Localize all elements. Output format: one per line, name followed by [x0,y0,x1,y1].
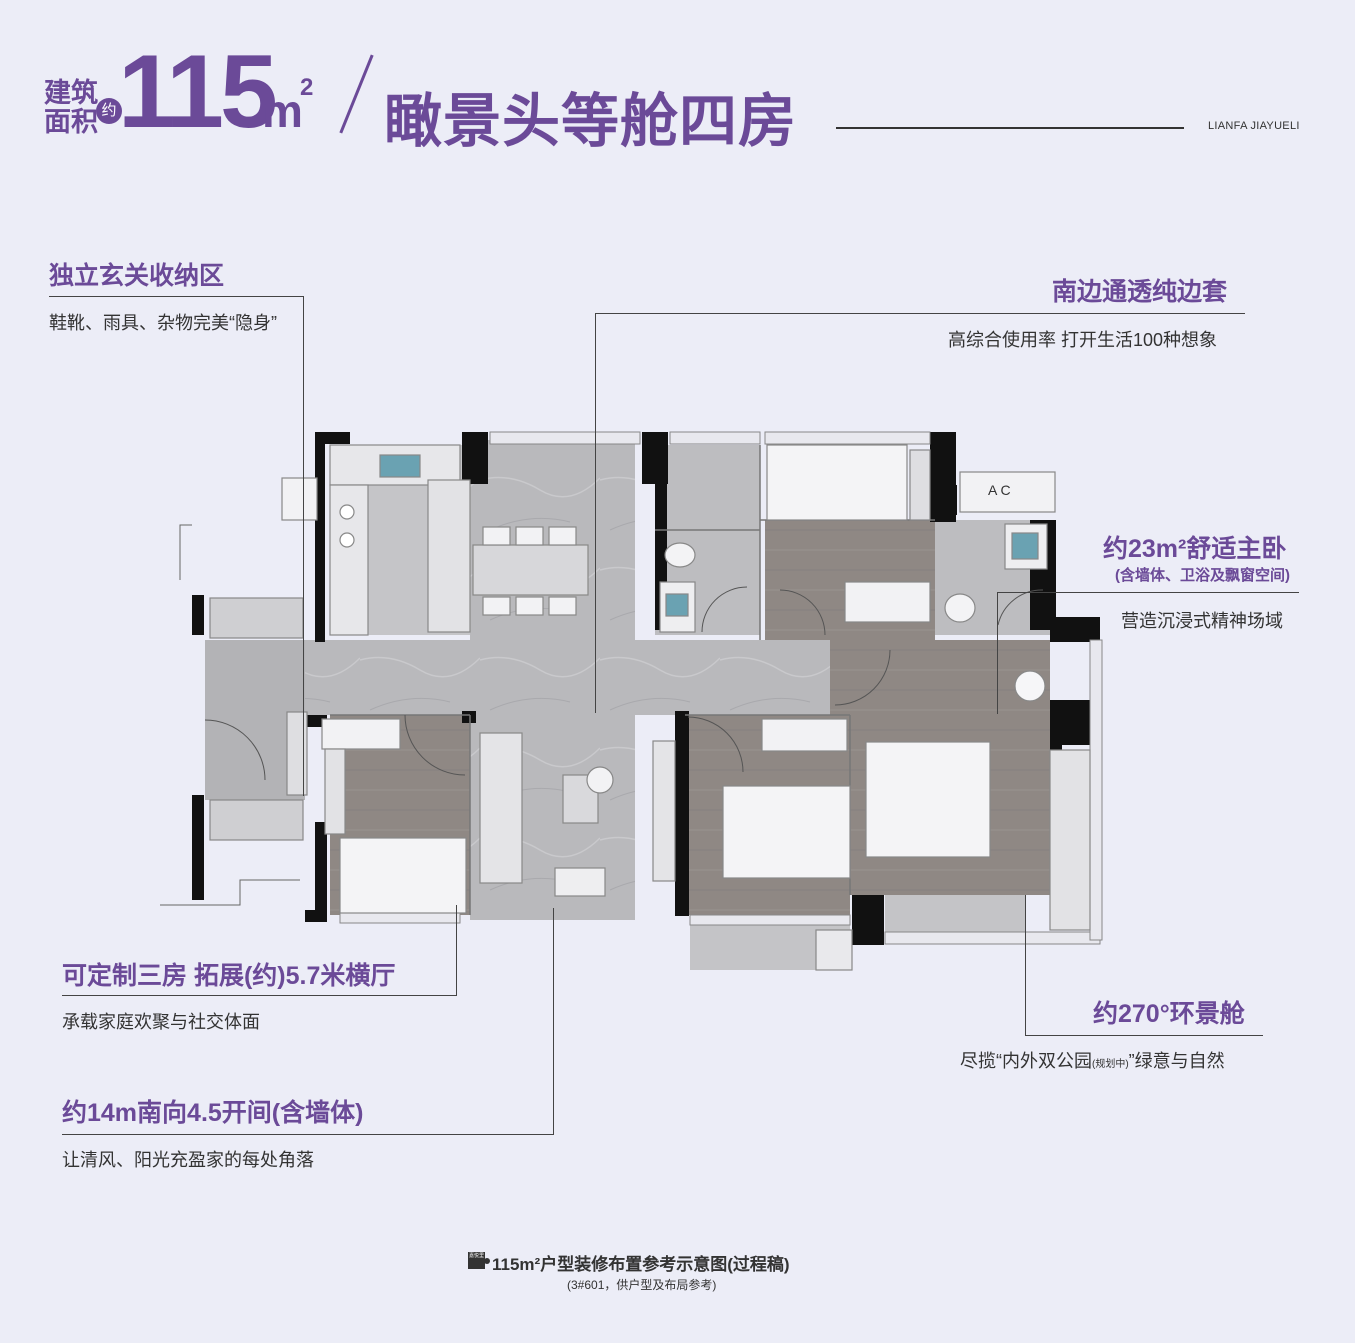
annotation-entry-title: 独立玄关收纳区 [49,262,225,290]
footer-subtitle: (3#601，供户型及布局参考) [567,1278,717,1292]
annotation-entry-desc: 鞋靴、雨具、杂物完美“隐身” [49,313,277,333]
annotation-view-title: 约270°环景舱 [1093,1000,1245,1028]
annotation-view-desc-b: ”绿意与自然 [1128,1051,1225,1071]
annotation-view-desc-small: (规划中) [1092,1059,1129,1070]
annotation-master-sub: (含墙体、卫浴及飘窗空间) [1115,567,1290,584]
brand-tag: LIANFA JIAYUELI [1208,120,1300,132]
footer-dot [484,1258,490,1264]
area-unit: m [262,85,303,137]
annotation-width-desc: 让清风、阳光充盈家的每处角落 [62,1150,314,1170]
annotation-bath-title: 南边通透纯边套 [1052,278,1228,306]
approx-badge: 约 [96,98,122,124]
leader-width-v [553,908,554,1135]
area-label-line1: 建筑 [44,78,98,108]
ac-label: A C [988,482,1011,498]
leader-living-h [62,995,457,996]
header-rule [836,127,1184,129]
leader-master-v [997,592,998,714]
annotation-view-desc: 尽揽“内外双公园(规划中)”绿意与自然 [960,1047,1225,1073]
leader-width-h [62,1134,554,1135]
footer-logo: 嘉悦里 [468,1252,485,1269]
leader-bath-v [595,313,596,713]
leader-living-v [456,905,457,996]
footer-title: 115m²户型装修布置参考示意图(过程稿) [492,1255,790,1274]
annotation-view-desc-a: 尽揽“内外双公园 [960,1051,1092,1071]
annotation-living-desc: 承载家庭欢聚与社交体面 [62,1012,260,1032]
leader-entry-v [303,296,304,796]
leader-view-v [1025,895,1026,1036]
annotation-master-title: 约23m²舒适主卧 [1103,535,1287,563]
annotation-bath-desc: 高综合使用率 打开生活100种想象 [948,330,1218,350]
annotation-width-title: 约14m南向4.5开间(含墙体) [62,1099,364,1127]
bay-window [885,895,1025,935]
leader-master-h [997,592,1299,593]
area-number: 115 [118,34,278,150]
leader-view-h [1025,1035,1263,1036]
leader-entry-h [49,296,304,297]
leader-bath-h [595,313,1245,314]
annotation-master-desc: 营造沉浸式精神场域 [1121,611,1283,631]
area-unit-sup: 2 [300,74,314,101]
page-title: 瞰景头等舱四房 [384,89,798,154]
annotation-living-title: 可定制三房 拓展(约)5.7米横厅 [62,962,396,990]
area-label-line2: 面积 [44,107,98,137]
